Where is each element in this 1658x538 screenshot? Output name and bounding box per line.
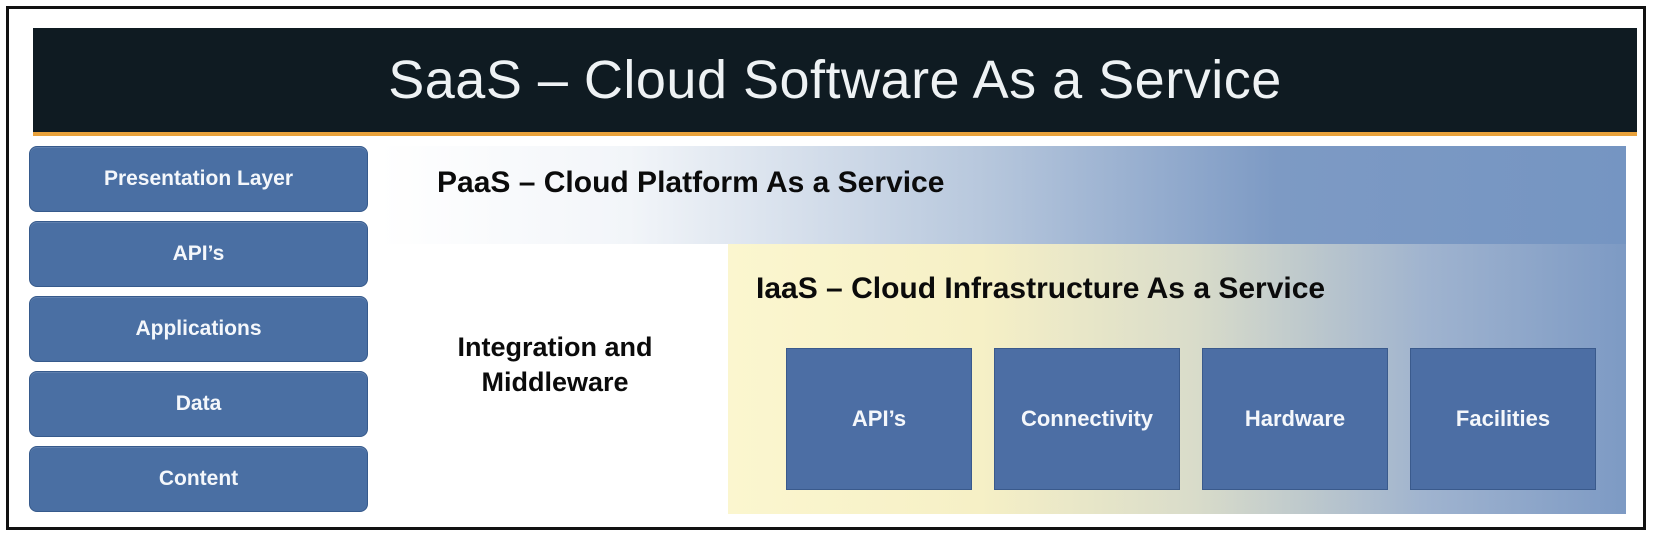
layer-data: Data [29,371,368,437]
iaas-box-label: Facilities [1455,406,1551,431]
iaas-box-label: Hardware [1244,406,1346,431]
layer-applications: Applications [29,296,368,362]
layer-label: Data [175,392,222,415]
saas-header-bar: SaaS – Cloud Software As a Service [33,28,1637,136]
integration-block [380,244,728,514]
iaas-box-hardware: Hardware [1202,348,1388,490]
layer-content: Content [29,446,368,512]
layer-label: Applications [135,317,262,340]
layer-label: Content [158,467,239,490]
integration-line-1: Integration and [457,332,653,362]
saas-title: SaaS – Cloud Software As a Service [388,50,1282,110]
layer-presentation: Presentation Layer [29,146,368,212]
integration-line-2: Middleware [481,367,629,398]
layer-label: API’s [172,242,225,265]
paas-title: PaaS – Cloud Platform As a Service [437,166,945,199]
iaas-title: IaaS – Cloud Infrastructure As a Service [756,272,1326,305]
iaas-box-facilities: Facilities [1410,348,1596,490]
iaas-box-label: API’s [851,406,907,431]
integration-middleware-label: Integration and Middleware [390,330,720,400]
iaas-box-apis: API’s [786,348,972,490]
iaas-box-label: Connectivity [1020,406,1154,431]
layer-label: Presentation Layer [103,167,294,190]
iaas-box-connectivity: Connectivity [994,348,1180,490]
layer-apis: API’s [29,221,368,287]
paas-header-band [380,146,1626,244]
